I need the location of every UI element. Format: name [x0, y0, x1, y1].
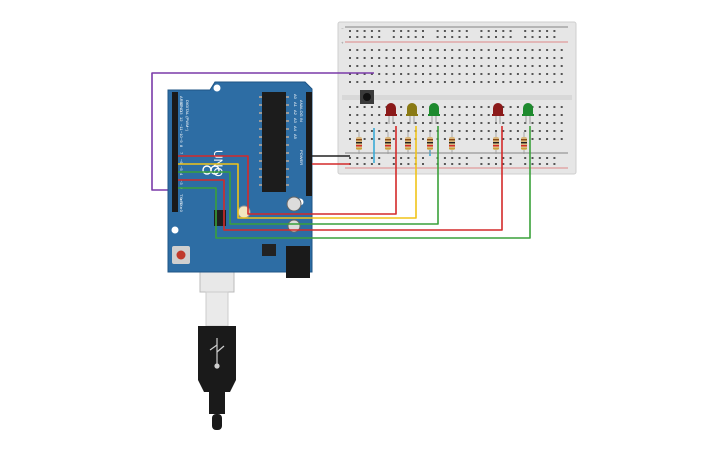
- digital-pin-label: ~3: [179, 180, 184, 185]
- red-wire-1: [178, 126, 397, 215]
- resistor[interactable]: [493, 132, 499, 154]
- resistor[interactable]: [449, 132, 455, 154]
- red-led[interactable]: [385, 103, 397, 124]
- push-button[interactable]: [360, 90, 374, 104]
- green-led[interactable]: [428, 103, 440, 124]
- pwm-label: DIGITAL (PWM~): [185, 100, 190, 132]
- resistor[interactable]: [385, 132, 391, 154]
- digital-pin-label: ~10: [179, 131, 184, 139]
- digital-pin-label: ~6: [179, 159, 184, 164]
- resistor[interactable]: [405, 132, 411, 154]
- power-label: POWER: [299, 150, 304, 165]
- digital-pin-label: ~5: [179, 166, 184, 171]
- usb-cable: [198, 291, 236, 430]
- resistor[interactable]: [427, 132, 433, 154]
- atmega-chip: [262, 92, 286, 192]
- digital-pin-label: 4: [179, 173, 184, 176]
- signal-wires: [178, 126, 531, 239]
- capacitor: [287, 219, 301, 233]
- green-wire-2: [178, 126, 531, 239]
- digital-pin-label: RX◂ 0: [179, 201, 184, 213]
- wires: [151, 72, 374, 191]
- resistor[interactable]: [521, 132, 527, 154]
- analog-in-label: ANALOG IN: [299, 100, 304, 122]
- reset-button-cap[interactable]: [176, 250, 186, 260]
- voltage-regulator: [262, 244, 276, 256]
- rail-minus-label: −: [341, 27, 344, 31]
- analog-pin-label: A1: [293, 102, 298, 108]
- yellow-led[interactable]: [406, 103, 418, 124]
- digital-pin-label: 13: [179, 110, 184, 115]
- analog-header: [306, 92, 312, 144]
- analog-pin-label: A2: [293, 110, 298, 116]
- green-wire-1: [178, 126, 439, 225]
- resistor[interactable]: [356, 132, 362, 154]
- purple-wire: [151, 72, 374, 191]
- usb-chip: [214, 210, 226, 226]
- digital-pin-label: ~9: [179, 138, 184, 143]
- rail-plus-label: +: [341, 41, 344, 45]
- arduino-uno-board[interactable]: UNO DIGITAL (PWM~) ANALOG IN POWER AREFG…: [167, 81, 313, 293]
- resistors: [356, 132, 527, 154]
- analog-pin-label: A4: [293, 126, 298, 132]
- power-jack: [286, 246, 310, 278]
- digital-pin-label: 7: [179, 152, 184, 155]
- digital-pin-label: 8: [179, 145, 184, 148]
- green-led[interactable]: [522, 103, 534, 124]
- capacitor: [286, 196, 302, 212]
- mount-hole: [171, 226, 179, 234]
- mount-hole: [213, 84, 221, 92]
- arduino-logo: [202, 165, 220, 175]
- digital-header: [172, 92, 178, 212]
- leds: [385, 103, 534, 124]
- digital-pin-label: AREF: [179, 96, 184, 107]
- yellow-wire: [178, 126, 417, 219]
- breadboard[interactable]: − +: [337, 21, 577, 175]
- digital-pin-label: ~11: [179, 124, 184, 131]
- red-wire-2: [178, 126, 503, 231]
- digital-pin-label: 12: [179, 117, 184, 122]
- power-header: [306, 144, 312, 196]
- digital-pin-label: TX▸ 1: [179, 194, 184, 205]
- digital-pin-label: GND: [179, 103, 184, 112]
- analog-pin-label: A5: [293, 134, 298, 140]
- analog-pin-label: A0: [293, 94, 298, 100]
- analog-pin-label: A3: [293, 118, 298, 124]
- red-led[interactable]: [492, 103, 504, 124]
